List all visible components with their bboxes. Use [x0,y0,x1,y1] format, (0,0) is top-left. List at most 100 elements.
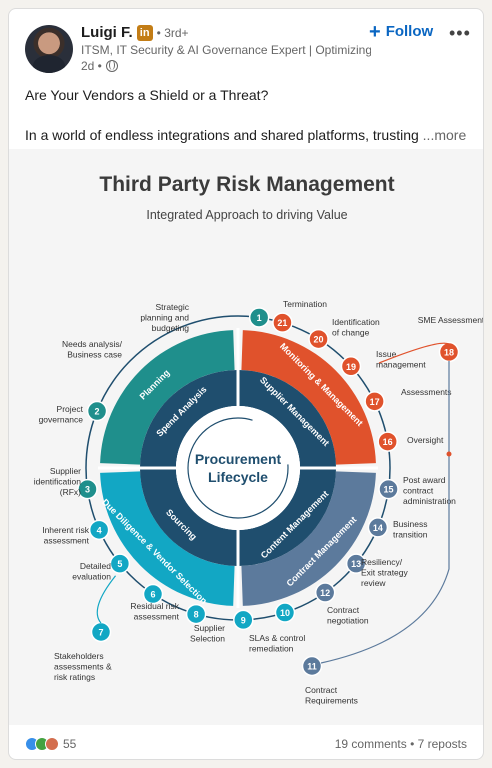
step-bubble-3 [77,478,98,500]
step-bubble-11 [301,655,323,677]
post-time: 2d • [81,59,102,73]
step-number-20: 20 [314,335,324,345]
step-label-21: Termination [283,299,327,309]
center-title-line-2: Lifecycle [208,469,268,485]
step-label-18: SME Assessment [418,315,484,325]
social-counts: 55 19 comments • 7 reposts [9,729,483,759]
step-label-2: Needs analysis/Business case [62,339,123,360]
step-label-16: Oversight [407,435,444,445]
post-text: Are Your Vendors a Shield or a Threat? I… [25,85,469,145]
plus-icon: + [369,20,381,43]
comments-reposts-count[interactable]: 19 comments • 7 reposts [334,737,467,751]
connector-11 [320,361,450,664]
post-line-2-text: In a world of endless integrations and s… [25,127,419,143]
post-line-2: In a world of endless integrations and s… [25,125,469,145]
center-disc-cover [176,406,300,530]
inner-ring [140,370,336,566]
follow-label: Follow [385,23,434,40]
quadrant-planning [100,330,235,465]
follow-button[interactable]: + Follow [369,20,434,43]
reactions-summary[interactable]: 55 [25,737,76,751]
infographic-subtitle: Integrated Approach to driving Value [146,208,347,222]
step-number-6: 6 [150,590,155,600]
author-headline: ITSM, IT Security & AI Governance Expert… [81,43,371,57]
support-icon [45,737,59,751]
center-arrow [187,417,289,519]
connector-18 [378,342,450,364]
step-number-2: 2 [95,407,100,417]
step-number-1: 1 [257,313,262,323]
globe-icon [105,60,118,72]
step-number-7: 7 [98,628,103,638]
quadrant-contract [241,471,376,606]
step-number-12: 12 [320,588,330,598]
step-number-9: 9 [241,615,246,625]
step-bubble-8 [185,603,207,625]
step-bubble-9 [233,609,254,631]
author-name[interactable]: Luigi F. [81,24,133,41]
step-bubble-14 [367,517,389,538]
step-number-16: 16 [383,437,393,447]
step-bubble-21 [272,312,293,333]
feed-post: Luigi F. in • 3rd+ ITSM, IT Security & A… [8,8,484,760]
step-number-15: 15 [384,485,394,495]
step-bubble-6 [142,583,164,605]
step-number-19: 19 [346,362,356,372]
step-bubble-17 [364,391,385,412]
more-options-icon[interactable]: ••• [449,23,471,43]
center-title-line-1: Procurement [195,451,282,467]
step-bubble-4 [88,519,110,541]
step-bubble-20 [308,328,329,350]
step-number-17: 17 [370,397,380,407]
step-bubble-10 [274,602,296,623]
step-bubble-12 [314,582,336,603]
step-number-3: 3 [85,485,90,495]
post-line-1: Are Your Vendors a Shield or a Threat? [25,87,269,103]
step-bubble-15 [378,478,399,500]
author-name-row: Luigi F. in • 3rd+ [81,24,189,41]
linkedin-premium-icon: in [136,24,153,41]
avatar[interactable] [25,25,73,73]
step-bubble-1 [248,307,270,328]
step-label-17: Assessments [401,387,452,397]
post-time-row: 2d • [81,59,118,73]
connector-18-dot [446,451,452,457]
step-number-11: 11 [307,662,317,672]
connection-degree: • 3rd+ [156,25,189,40]
step-number-14: 14 [373,523,383,533]
step-bubble-16 [377,431,398,452]
step-number-21: 21 [277,318,287,328]
step-bubble-19 [340,356,362,377]
step-bubble-13 [345,553,367,574]
infographic-title: Third Party Risk Management [99,173,394,196]
quadrant-due-diligence [100,471,235,606]
quadrant-monitoring [241,330,376,465]
step-number-5: 5 [117,559,122,569]
reaction-count: 55 [63,737,77,751]
step-number-8: 8 [194,610,199,620]
step-number-4: 4 [97,525,102,535]
step-number-10: 10 [280,608,290,618]
step-bubble-5 [109,553,131,574]
see-more-link[interactable]: ...more [422,127,467,143]
step-number-13: 13 [351,559,361,569]
connector-7 [96,575,117,624]
